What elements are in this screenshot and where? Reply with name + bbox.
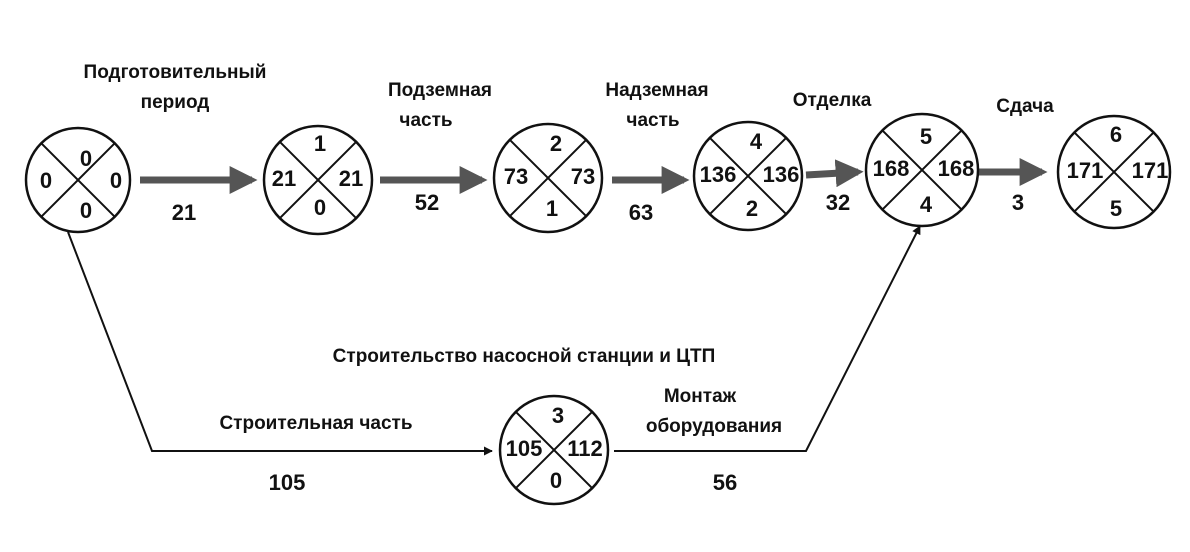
node-0-late-time: 0 — [110, 168, 122, 193]
activity-finishing-label: Отделка — [793, 90, 872, 111]
node-3: 4 136 136 2 — [692, 120, 804, 232]
node-2-predecessor: 1 — [546, 196, 558, 221]
activity-underground-label-line1: Подземная — [388, 80, 492, 101]
node-3-predecessor: 2 — [746, 196, 758, 221]
node-3-early-time: 136 — [700, 162, 737, 187]
node-3-event-number: 4 — [750, 129, 763, 154]
edge-construction — [67, 231, 493, 456]
node-3-late-time: 136 — [763, 162, 800, 187]
node-1-predecessor: 0 — [314, 195, 326, 220]
node-5-event-number: 6 — [1110, 122, 1122, 147]
node-6-predecessor: 0 — [550, 468, 562, 493]
activity-finishing-duration: 32 — [826, 190, 850, 215]
branch-title: Строительство насосной станции и ЦТП — [333, 346, 716, 367]
activity-equipment-duration: 56 — [713, 470, 737, 495]
activity-construction-duration: 105 — [269, 470, 306, 495]
node-1-late-time: 21 — [339, 166, 363, 191]
node-2-early-time: 73 — [504, 164, 528, 189]
node-4-early-time: 168 — [873, 156, 910, 181]
node-1-early-time: 21 — [272, 166, 296, 191]
node-2-event-number: 2 — [550, 131, 562, 156]
activity-handover-label: Сдача — [996, 96, 1054, 117]
node-4-predecessor: 4 — [920, 192, 933, 217]
node-1: 1 21 21 0 — [262, 124, 374, 236]
activity-aboveground-duration: 63 — [629, 200, 653, 225]
node-0-event-number: 0 — [80, 146, 92, 171]
node-0-predecessor: 0 — [80, 198, 92, 223]
node-5-predecessor: 5 — [1110, 196, 1122, 221]
activity-underground-duration: 52 — [415, 190, 439, 215]
edge-finishing — [805, 159, 864, 188]
node-4-event-number: 5 — [920, 124, 932, 149]
node-0-early-time: 0 — [40, 168, 52, 193]
node-6-early-time: 105 — [506, 436, 543, 461]
node-5-late-time: 171 — [1132, 158, 1169, 183]
node-0: 0 0 0 0 — [24, 126, 132, 234]
node-4-late-time: 168 — [938, 156, 975, 181]
activity-prep-duration: 21 — [172, 200, 196, 225]
node-5-early-time: 171 — [1067, 158, 1104, 183]
node-2-late-time: 73 — [571, 164, 595, 189]
node-4: 5 168 168 4 — [864, 112, 980, 228]
activity-prep-label-line2: период — [141, 92, 210, 113]
activity-equipment-label-line1: Монтаж — [664, 386, 737, 407]
activity-prep-label-line1: Подготовительный — [84, 62, 267, 83]
activity-equipment-label-line2: оборудования — [646, 416, 782, 437]
node-6: 3 105 112 0 — [498, 394, 610, 506]
node-6-event-number: 3 — [552, 403, 564, 428]
activity-underground-label-line2: часть — [399, 110, 452, 131]
activity-handover-duration: 3 — [1012, 190, 1024, 215]
activity-aboveground-label-line2: часть — [626, 110, 679, 131]
node-2: 2 73 73 1 — [492, 122, 604, 234]
activity-construction-label: Строительная часть — [219, 413, 412, 434]
activity-aboveground-label-line1: Надземная — [605, 80, 708, 101]
edge-equipment — [614, 225, 921, 452]
node-1-event-number: 1 — [314, 131, 326, 156]
node-6-late-time: 112 — [567, 436, 603, 461]
node-5: 6 171 171 5 — [1056, 114, 1172, 230]
